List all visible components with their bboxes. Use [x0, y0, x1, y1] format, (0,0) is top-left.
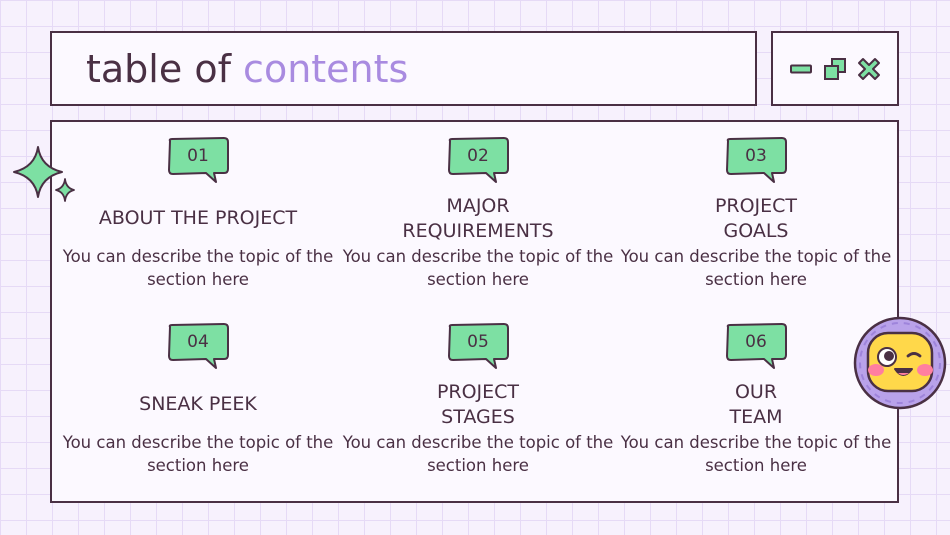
speech-bubble-icon	[168, 323, 229, 369]
minus-icon[interactable]	[789, 57, 813, 81]
section-number-badge: 06	[724, 323, 788, 369]
section-number: 05	[467, 332, 489, 352]
section-number: 01	[187, 146, 209, 166]
section-title: PROJECT GOALS	[714, 195, 798, 242]
section-title: SNEAK PEEK	[139, 393, 257, 415]
section-description: You can describe the topic of the sectio…	[342, 433, 614, 475]
section-description: You can describe the topic of the sectio…	[620, 433, 892, 475]
section-number-badge: 01	[166, 137, 230, 183]
section-number: 06	[745, 332, 767, 352]
window-controls	[771, 31, 899, 106]
section-description: You can describe the topic of the sectio…	[620, 247, 892, 289]
section-title: ABOUT THE PROJECT	[98, 207, 298, 229]
section-number: 03	[745, 146, 767, 166]
section-description: You can describe the topic of the sectio…	[342, 247, 614, 289]
section-description: You can describe the topic of the sectio…	[62, 247, 334, 289]
section-number: 04	[187, 332, 209, 352]
section-title: PROJECT STAGES	[436, 381, 520, 428]
page-title: table of contents	[86, 47, 409, 91]
title-accent: contents	[243, 47, 409, 91]
winking-emoji-mascot	[853, 316, 947, 410]
restore-windows-icon[interactable]	[823, 57, 847, 81]
speech-bubble-icon	[726, 323, 787, 369]
section-number-badge: 04	[166, 323, 230, 369]
speech-bubble-icon	[726, 137, 787, 183]
section-description: You can describe the topic of the sectio…	[62, 433, 334, 475]
section-number-badge: 05	[446, 323, 510, 369]
section-number: 02	[467, 146, 489, 166]
section-number-badge: 02	[446, 137, 510, 183]
speech-bubble-icon	[168, 137, 229, 183]
sparkle-icon	[13, 146, 75, 202]
section-title: MAJOR REQUIREMENTS	[402, 195, 554, 242]
title-main: table of	[86, 47, 231, 91]
x-close-icon[interactable]	[857, 57, 881, 81]
section-number-badge: 03	[724, 137, 788, 183]
section-title: OUR TEAM	[729, 381, 783, 428]
speech-bubble-icon	[448, 137, 509, 183]
title-bar: table of contents	[50, 31, 757, 106]
speech-bubble-icon	[448, 323, 509, 369]
